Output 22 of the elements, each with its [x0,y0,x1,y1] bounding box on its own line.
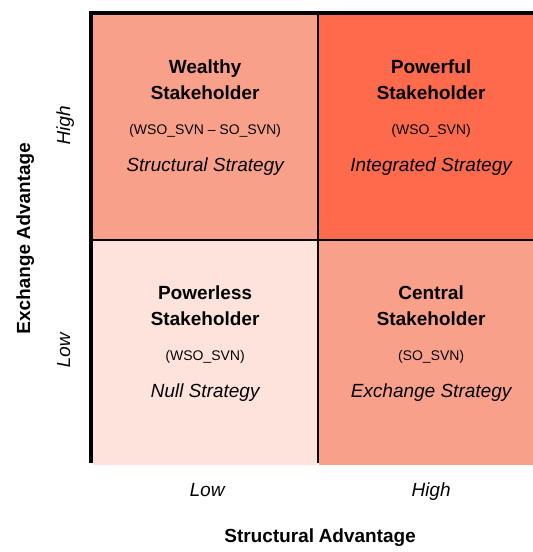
matrix-cell [319,241,533,465]
quadrant-heading: Powerful Stakeholder [376,56,486,106]
matrix-cell [319,15,533,239]
axis-title: Structural Advantage [224,526,416,548]
strategy-label: Null Strategy [150,381,262,403]
quadrant-formula: (WSO_SVN) [390,121,472,137]
strategy-label: Structural Strategy [125,155,286,177]
axis-tick-label: Low [190,480,224,502]
axis-tick-label: High [54,105,76,145]
axis-title: Exchange Advantage [14,142,36,334]
strategy-label: Integrated Strategy [349,155,514,177]
quadrant-heading: Central Stakeholder [376,282,486,332]
matrix-cell [93,241,317,465]
strategy-label: Exchange Strategy [350,381,513,403]
quadrant-formula: (WSO_SVN) [164,347,246,363]
matrix-cell [93,15,317,239]
quadrant-heading: Wealthy Stakeholder [150,56,260,106]
quadrant-formula: (SO_SVN) [396,347,466,363]
quadrant-formula: (WSO_SVN – SO_SVN) [128,121,282,137]
axis-tick-label: Low [54,332,76,368]
axis-tick-label: High [411,480,451,502]
quadrant-heading: Powerless Stakeholder [150,282,260,332]
